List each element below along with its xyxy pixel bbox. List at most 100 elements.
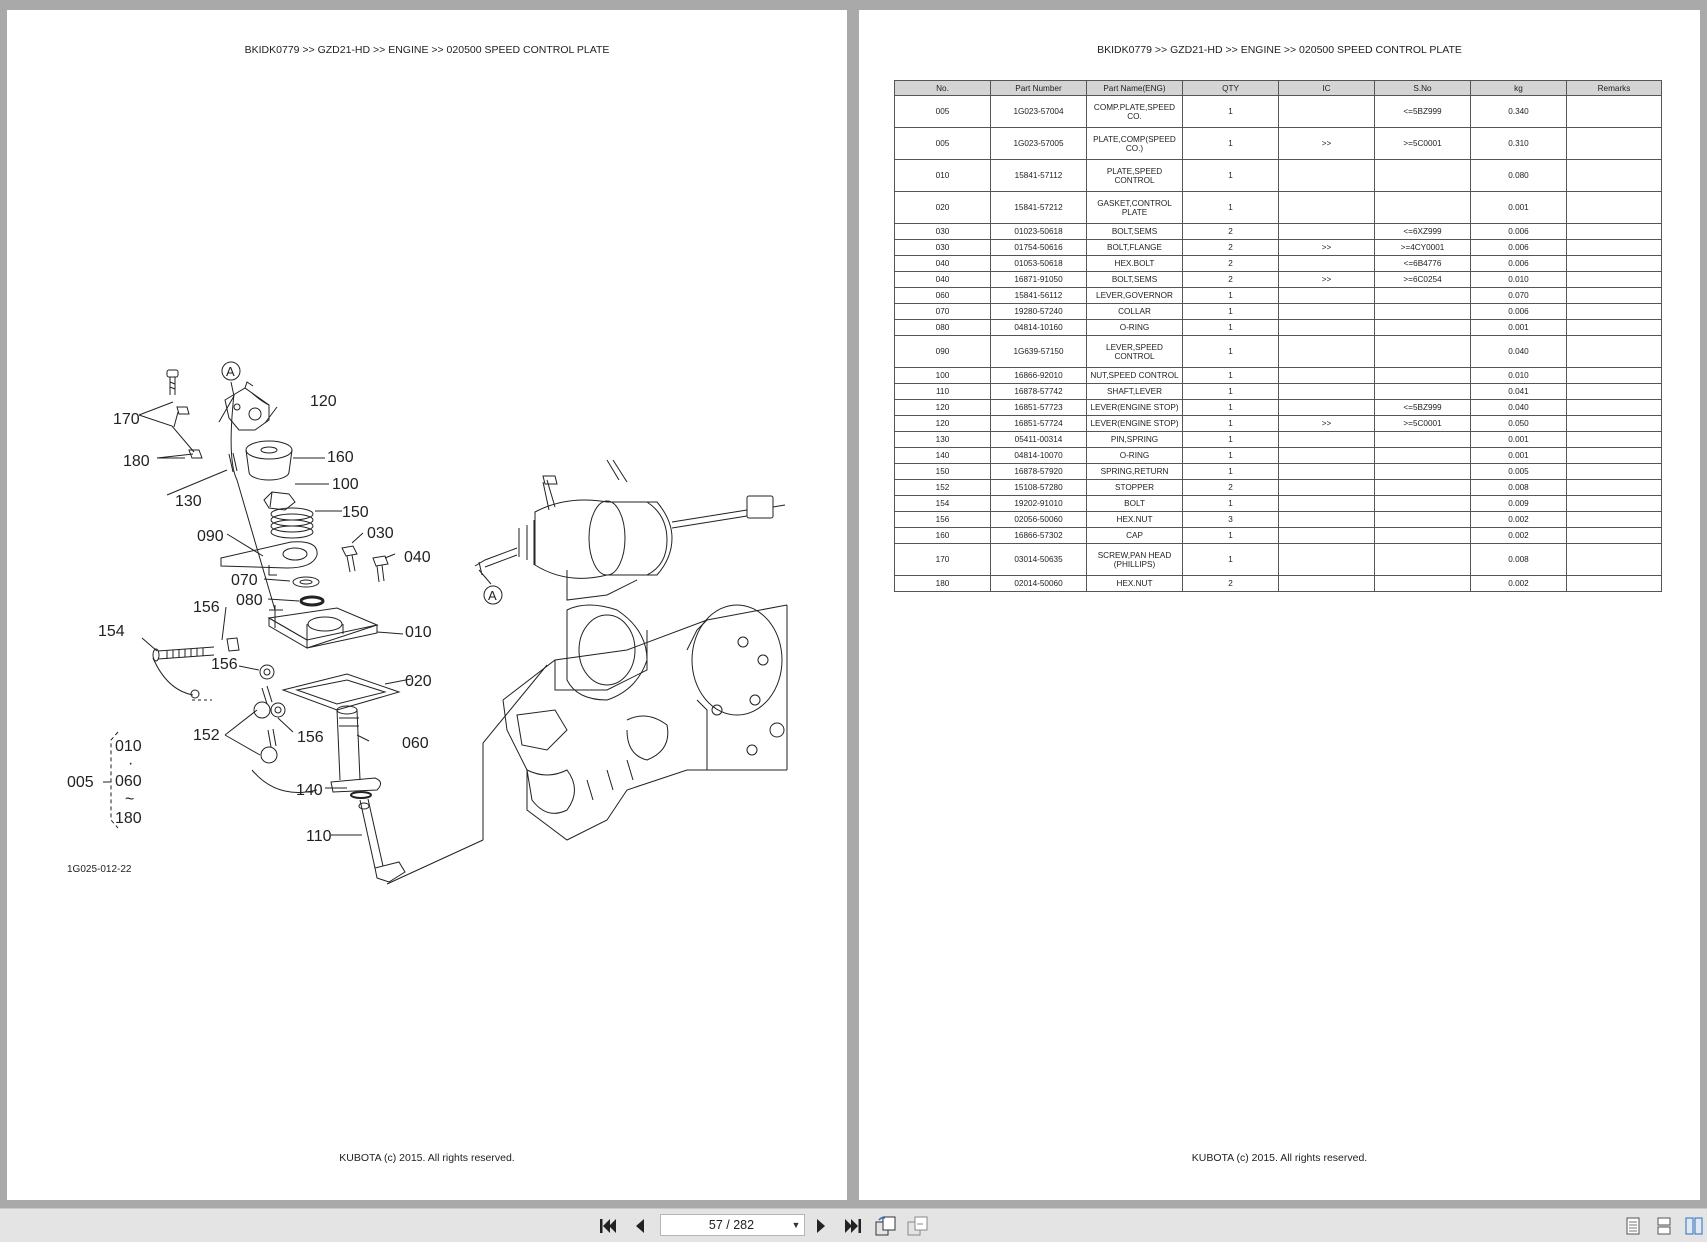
cell-remarks xyxy=(1566,399,1662,416)
cell-qty: 1 xyxy=(1182,335,1279,368)
cell-part-name: HEX.NUT xyxy=(1086,511,1183,528)
cell-part-number: 01053-50618 xyxy=(990,255,1087,272)
cell-remarks xyxy=(1566,335,1662,368)
first-page-icon[interactable] xyxy=(597,1215,619,1237)
cell-remarks xyxy=(1566,479,1662,496)
column-header-ic: IC xyxy=(1278,80,1375,96)
dropdown-icon[interactable]: ▼ xyxy=(791,1220,801,1230)
cell-kg: 0.006 xyxy=(1470,303,1567,320)
cell-part-number: 15108-57280 xyxy=(990,479,1087,496)
cell-sno: <=6B4776 xyxy=(1374,255,1471,272)
cell-ic xyxy=(1278,367,1375,384)
cell-kg: 0.001 xyxy=(1470,447,1567,464)
cell-sno: >=6C0254 xyxy=(1374,271,1471,288)
cell-no: 080 xyxy=(894,319,991,336)
callout-140: 140 xyxy=(296,782,323,799)
cell-no: 150 xyxy=(894,463,991,480)
cell-qty: 1 xyxy=(1182,127,1279,160)
cell-sno xyxy=(1374,303,1471,320)
column-header-qty: QTY xyxy=(1182,80,1279,96)
callout-130: 130 xyxy=(175,493,202,510)
cell-kg: 0.080 xyxy=(1470,159,1567,192)
cell-part-name: BOLT,FLANGE xyxy=(1086,239,1183,256)
cell-part-number: 1G639-57150 xyxy=(990,335,1087,368)
cell-qty: 2 xyxy=(1182,255,1279,272)
page-header: BKIDK0779 >> GZD21-HD >> ENGINE >> 02050… xyxy=(244,44,610,56)
column-header-sno: S.No xyxy=(1374,80,1471,96)
cell-kg: 0.001 xyxy=(1470,319,1567,336)
cell-part-number: 16871-91050 xyxy=(990,271,1087,288)
cell-part-name: BOLT,SEMS xyxy=(1086,223,1183,240)
ref-label-a-top: A xyxy=(226,364,235,379)
cell-part-number: 19202-91010 xyxy=(990,495,1087,512)
cell-remarks xyxy=(1566,287,1662,304)
part-150-spring xyxy=(270,507,314,539)
continuous-view-icon[interactable] xyxy=(1653,1215,1675,1237)
part-170-screw xyxy=(166,369,190,415)
callout-180: 180 xyxy=(123,453,150,470)
cell-kg: 0.001 xyxy=(1470,431,1567,448)
callout-100: 100 xyxy=(332,476,359,493)
cell-kg: 0.010 xyxy=(1470,367,1567,384)
group-bracket-005: 010 · 060 ~ 180 005 xyxy=(67,731,142,829)
rotate-view-icon[interactable] xyxy=(875,1215,897,1237)
cell-kg: 0.050 xyxy=(1470,415,1567,432)
cell-no: 180 xyxy=(894,575,991,592)
ref-circle-a-top xyxy=(221,361,241,381)
cell-part-name: NUT,SPEED CONTROL xyxy=(1086,367,1183,384)
part-130-pin xyxy=(228,452,238,473)
cell-part-name: SHAFT,LEVER xyxy=(1086,383,1183,400)
cell-part-number: 16866-57302 xyxy=(990,527,1087,544)
prev-page-icon[interactable] xyxy=(629,1215,651,1237)
two-page-view-icon[interactable] xyxy=(1683,1215,1705,1237)
callout-060: 060 xyxy=(402,735,429,752)
group-label-tilde: ~ xyxy=(125,791,134,808)
last-page-icon[interactable] xyxy=(842,1215,864,1237)
cell-part-number: 16851-57723 xyxy=(990,399,1087,416)
cell-part-number: 1G023-57005 xyxy=(990,127,1087,160)
page-footer: KUBOTA (c) 2015. All rights reserved. xyxy=(1191,1152,1368,1164)
cell-part-name: PLATE,COMP(SPEED CO.) xyxy=(1086,127,1183,160)
cell-remarks xyxy=(1566,447,1662,464)
cell-sno xyxy=(1374,319,1471,336)
cell-remarks xyxy=(1566,431,1662,448)
cell-part-name: GASKET,CONTROL PLATE xyxy=(1086,191,1183,224)
cell-sno: <=5BZ999 xyxy=(1374,399,1471,416)
part-154-bolt xyxy=(152,637,240,699)
page-number-input[interactable]: 57 / 282 ▼ xyxy=(660,1214,805,1236)
next-page-icon[interactable] xyxy=(810,1215,832,1237)
cell-qty: 2 xyxy=(1182,239,1279,256)
cell-qty: 2 xyxy=(1182,575,1279,592)
cell-no: 120 xyxy=(894,415,991,432)
leader-lines xyxy=(138,381,412,836)
cell-kg: 0.310 xyxy=(1470,127,1567,160)
cell-remarks xyxy=(1566,239,1662,256)
cell-qty: 1 xyxy=(1182,495,1279,512)
page-compare-icon[interactable] xyxy=(907,1215,929,1237)
cell-kg: 0.006 xyxy=(1470,255,1567,272)
cell-part-number: 03014-50635 xyxy=(990,543,1087,576)
cell-part-name: STOPPER xyxy=(1086,479,1183,496)
cell-sno: >=5C0001 xyxy=(1374,127,1471,160)
diagram-code: 1G025-012-22 xyxy=(67,864,132,875)
cell-qty: 1 xyxy=(1182,415,1279,432)
single-page-view-icon[interactable] xyxy=(1622,1215,1644,1237)
cell-part-number: 15841-57212 xyxy=(990,191,1087,224)
cell-remarks xyxy=(1566,543,1662,576)
cell-part-name: PIN,SPRING xyxy=(1086,431,1183,448)
cell-part-name: LEVER(ENGINE STOP) xyxy=(1086,399,1183,416)
group-label-180: 180 xyxy=(115,810,142,827)
cell-no: 070 xyxy=(894,303,991,320)
column-header-part-name: Part Name(ENG) xyxy=(1086,80,1183,96)
cell-remarks xyxy=(1566,223,1662,240)
cell-kg: 0.040 xyxy=(1470,335,1567,368)
cell-ic xyxy=(1278,303,1375,320)
cell-part-name: LEVER,GOVERNOR xyxy=(1086,287,1183,304)
